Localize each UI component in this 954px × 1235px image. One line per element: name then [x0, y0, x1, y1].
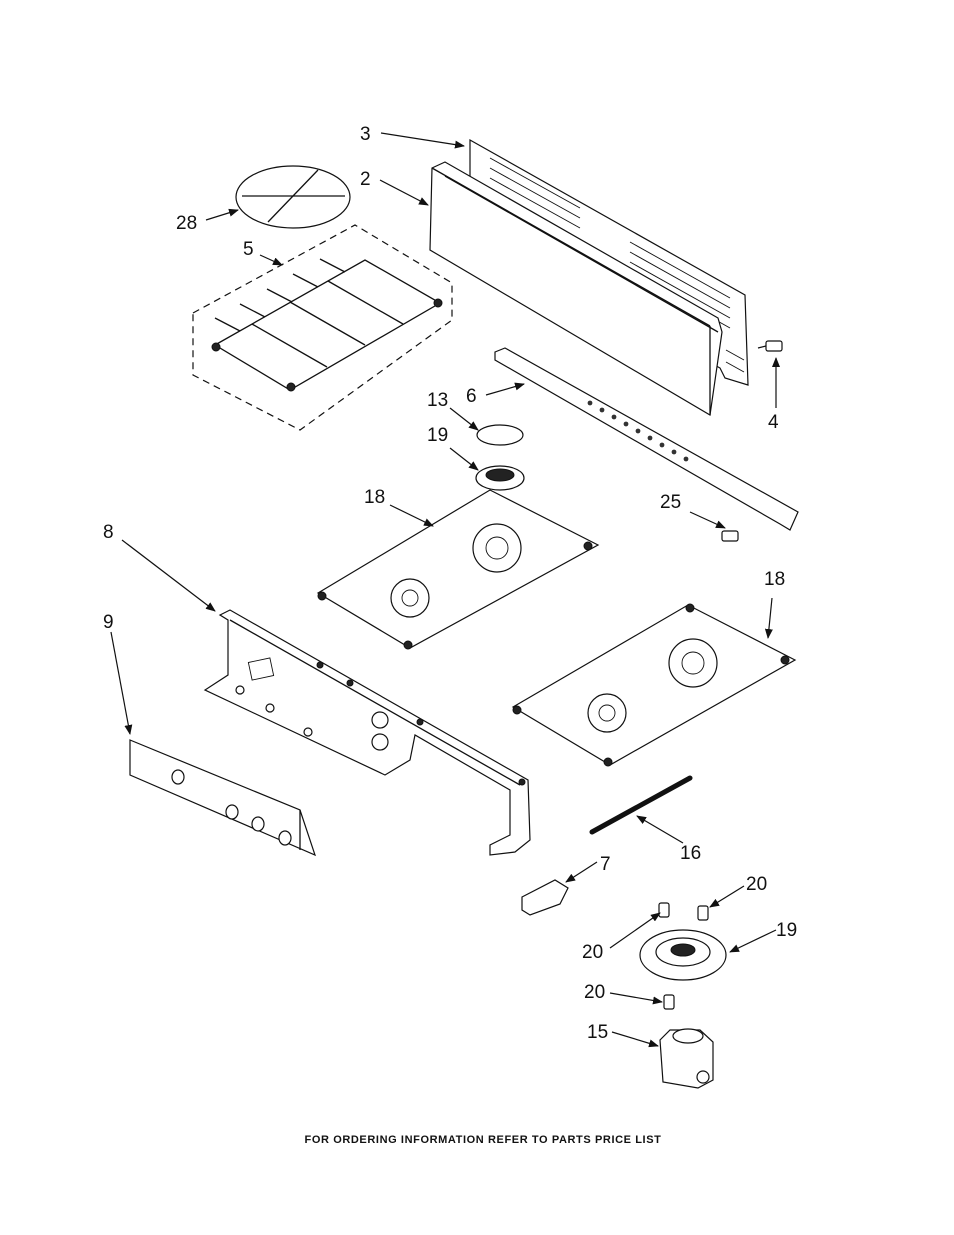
part-8-manifold-panel	[203, 609, 531, 856]
part-5-grates	[192, 224, 453, 431]
callout-6: 6	[466, 386, 477, 407]
part-6-rail	[494, 347, 799, 531]
footer-note: FOR ORDERING INFORMATION REFER TO PARTS …	[305, 1134, 662, 1146]
callout-9: 9	[103, 612, 114, 633]
callout-leaders	[110, 132, 780, 1048]
callout-15: 15	[587, 1022, 608, 1043]
callout-19-lower: 19	[776, 920, 797, 941]
callout-7: 7	[600, 854, 611, 875]
callout-13: 13	[427, 390, 448, 411]
callout-16: 16	[680, 843, 701, 864]
part-28-grate-mat	[235, 165, 351, 229]
part-13-burner-cap	[476, 424, 524, 446]
part-2-backguard	[429, 161, 723, 416]
callout-3: 3	[360, 124, 371, 145]
callout-2: 2	[360, 169, 371, 190]
callout-labels: 3 2 28 5 6 4 13 19 18 25 8 9 18 16 7 20 …	[103, 124, 797, 1043]
callout-5: 5	[243, 239, 254, 260]
callout-4: 4	[768, 412, 779, 433]
part-4-screw	[757, 340, 783, 352]
callout-20-left: 20	[582, 942, 603, 963]
callout-20-bottom: 20	[584, 982, 605, 1003]
callout-19-upper: 19	[427, 425, 448, 446]
callout-20-top-right: 20	[746, 874, 767, 895]
part-18-burner-pan-right	[511, 603, 797, 767]
part-9-bracket	[129, 739, 316, 857]
part-15-valve	[659, 1028, 714, 1089]
callout-18-right: 18	[764, 569, 785, 590]
part-19-burner-head-upper	[475, 465, 525, 491]
part-25-screw	[721, 530, 739, 542]
callout-18-left: 18	[364, 487, 385, 508]
callout-25: 25	[660, 492, 681, 513]
part-19-burner-base-lower	[639, 929, 727, 981]
part-7-clip	[521, 879, 569, 916]
callout-8: 8	[103, 522, 114, 543]
part-20-screws	[658, 902, 709, 1010]
part-18-burner-pan-left	[316, 489, 600, 650]
callout-28: 28	[176, 213, 197, 234]
part-16-seal-strip	[589, 775, 693, 835]
